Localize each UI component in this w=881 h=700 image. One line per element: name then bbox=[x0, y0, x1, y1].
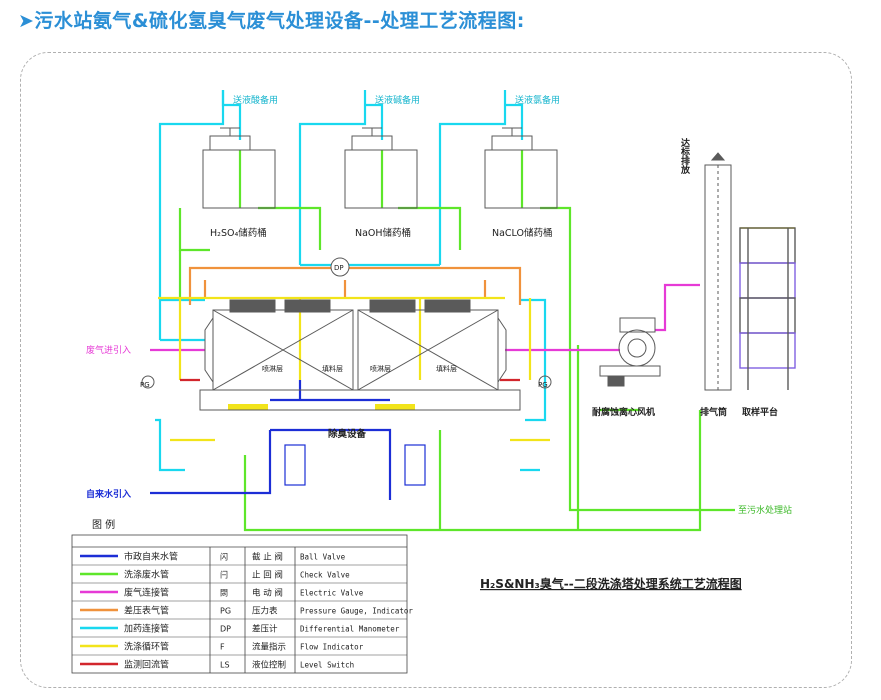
drain-pipe-tank1 bbox=[178, 208, 210, 252]
legend-symbol-en: Check Valve bbox=[300, 571, 350, 580]
circulation-pipes bbox=[158, 296, 550, 442]
circulation-pump-right bbox=[404, 444, 426, 486]
legend-symbol-icon: LS bbox=[220, 661, 230, 670]
emission-label: 达标排放 bbox=[679, 137, 691, 175]
section-label-3: 喷淋层 bbox=[370, 364, 391, 373]
water-pipes bbox=[150, 380, 392, 500]
equipment-label: 除臭设备 bbox=[328, 428, 367, 440]
dosing-pipe-middle bbox=[298, 90, 367, 265]
differential-manometer bbox=[330, 257, 350, 277]
legend-symbol-cn: 流量指示 bbox=[252, 642, 286, 653]
page-title: ➤污水站氨气&硫化氢臭气废气处理设备--处理工艺流程图: bbox=[18, 10, 525, 32]
section-label-1: 喷淋层 bbox=[262, 364, 283, 373]
centrifugal-fan bbox=[599, 317, 661, 387]
dosing-label-2: 送液碱备用 bbox=[375, 94, 420, 106]
dosing-pipe-right bbox=[438, 90, 507, 265]
circulation-pump-left bbox=[284, 444, 306, 486]
legend-symbol-cn: 液位控制 bbox=[252, 660, 286, 671]
legend-symbol-cn: 止 回 阀 bbox=[252, 570, 283, 581]
pressure-pipes bbox=[188, 266, 522, 305]
pg-left-label: PG bbox=[140, 381, 150, 389]
tank-label-h2so4: H₂SO₄储药桶 bbox=[210, 227, 267, 239]
legend-symbol-en: Flow Indicator bbox=[300, 643, 364, 652]
dosing-pipes bbox=[155, 90, 547, 472]
legend-symbol-icon: F bbox=[220, 643, 225, 652]
dosing-pipe-left bbox=[158, 90, 225, 340]
legend-pipe-name: 市政自来水管 bbox=[124, 551, 178, 563]
inlet-label: 废气进引入 bbox=[86, 344, 131, 356]
water-inlet-pipe bbox=[150, 430, 272, 495]
water-in-label: 自来水引入 bbox=[86, 488, 131, 500]
legend-pipe-name: 监测回流管 bbox=[124, 659, 169, 671]
legend-header: 图 例 bbox=[92, 518, 115, 531]
inlet-transition bbox=[204, 316, 214, 384]
fan-label: 耐腐蚀离心风机 bbox=[592, 406, 655, 418]
scrubber-base bbox=[199, 389, 521, 411]
dosing-label-3: 送液氯备用 bbox=[515, 94, 560, 106]
legend-pipe-name: 洗涤废水管 bbox=[124, 569, 169, 581]
tank-label-naoh: NaOH储药桶 bbox=[355, 227, 411, 239]
stack-label: 排气筒 bbox=[700, 406, 727, 418]
legend-symbol-cn: 电 动 阀 bbox=[252, 588, 283, 599]
pressure-gauge-right bbox=[538, 375, 552, 389]
legend-pipe-name: 差压表气管 bbox=[124, 605, 169, 617]
dosing-tank-naclo bbox=[484, 127, 558, 209]
legend-symbol-en: Level Switch bbox=[300, 661, 354, 670]
pg-right-label: PG bbox=[538, 381, 548, 389]
legend-symbol-icon: 闩 bbox=[220, 570, 228, 580]
legend-symbol-en: Differential Manometer bbox=[300, 625, 400, 634]
system-title: H₂S&NH₃臭气--二段洗涤塔处理系统工艺流程图 bbox=[480, 576, 742, 591]
section-label-2: 填料层 bbox=[322, 364, 343, 373]
tank-label-naclo: NaCLO储药桶 bbox=[492, 227, 553, 239]
pressure-gauge-left bbox=[141, 375, 155, 389]
legend-symbol-en: Ball Valve bbox=[300, 553, 346, 562]
legend-symbol-icon: 閖 bbox=[220, 589, 228, 598]
section-label-4: 填料层 bbox=[436, 364, 457, 373]
dosing-tank-naoh bbox=[344, 127, 418, 209]
legend-symbol-icon: DP bbox=[220, 625, 231, 634]
scrubber-stage-2 bbox=[357, 299, 499, 410]
exhaust-stack bbox=[704, 152, 732, 391]
dosing-label-1: 送液酸备用 bbox=[233, 94, 278, 106]
drain-label: 至污水处理站 bbox=[738, 504, 792, 516]
dosing-tank-h2so4 bbox=[202, 127, 276, 209]
sampling-platform bbox=[739, 227, 796, 390]
legend-symbol-icon: 闪 bbox=[220, 553, 228, 562]
legend-symbol-cn: 截 止 阀 bbox=[252, 552, 283, 563]
legend-symbol-en: Electric Valve bbox=[300, 589, 364, 598]
legend-pipe-name: 加药连接管 bbox=[124, 623, 169, 635]
legend-symbol-icon: PG bbox=[220, 607, 231, 616]
legend-table bbox=[71, 534, 408, 674]
gas-pipes bbox=[150, 283, 700, 352]
legend-symbol-cn: 差压计 bbox=[252, 624, 278, 635]
scrubber-stage-1 bbox=[212, 299, 354, 410]
legend-symbol-en: Pressure Gauge, Indicator bbox=[300, 607, 413, 616]
pump-symbol-label: DP bbox=[334, 264, 344, 272]
legend-pipe-name: 废气连接管 bbox=[124, 587, 169, 599]
legend-symbol-cn: 压力表 bbox=[252, 606, 278, 617]
drain-pipes bbox=[178, 150, 735, 532]
legend-pipe-name: 洗涤循环管 bbox=[124, 641, 169, 653]
diagram-frame bbox=[20, 52, 852, 688]
outlet-transition bbox=[497, 316, 507, 384]
platform-label: 取样平台 bbox=[742, 406, 778, 418]
